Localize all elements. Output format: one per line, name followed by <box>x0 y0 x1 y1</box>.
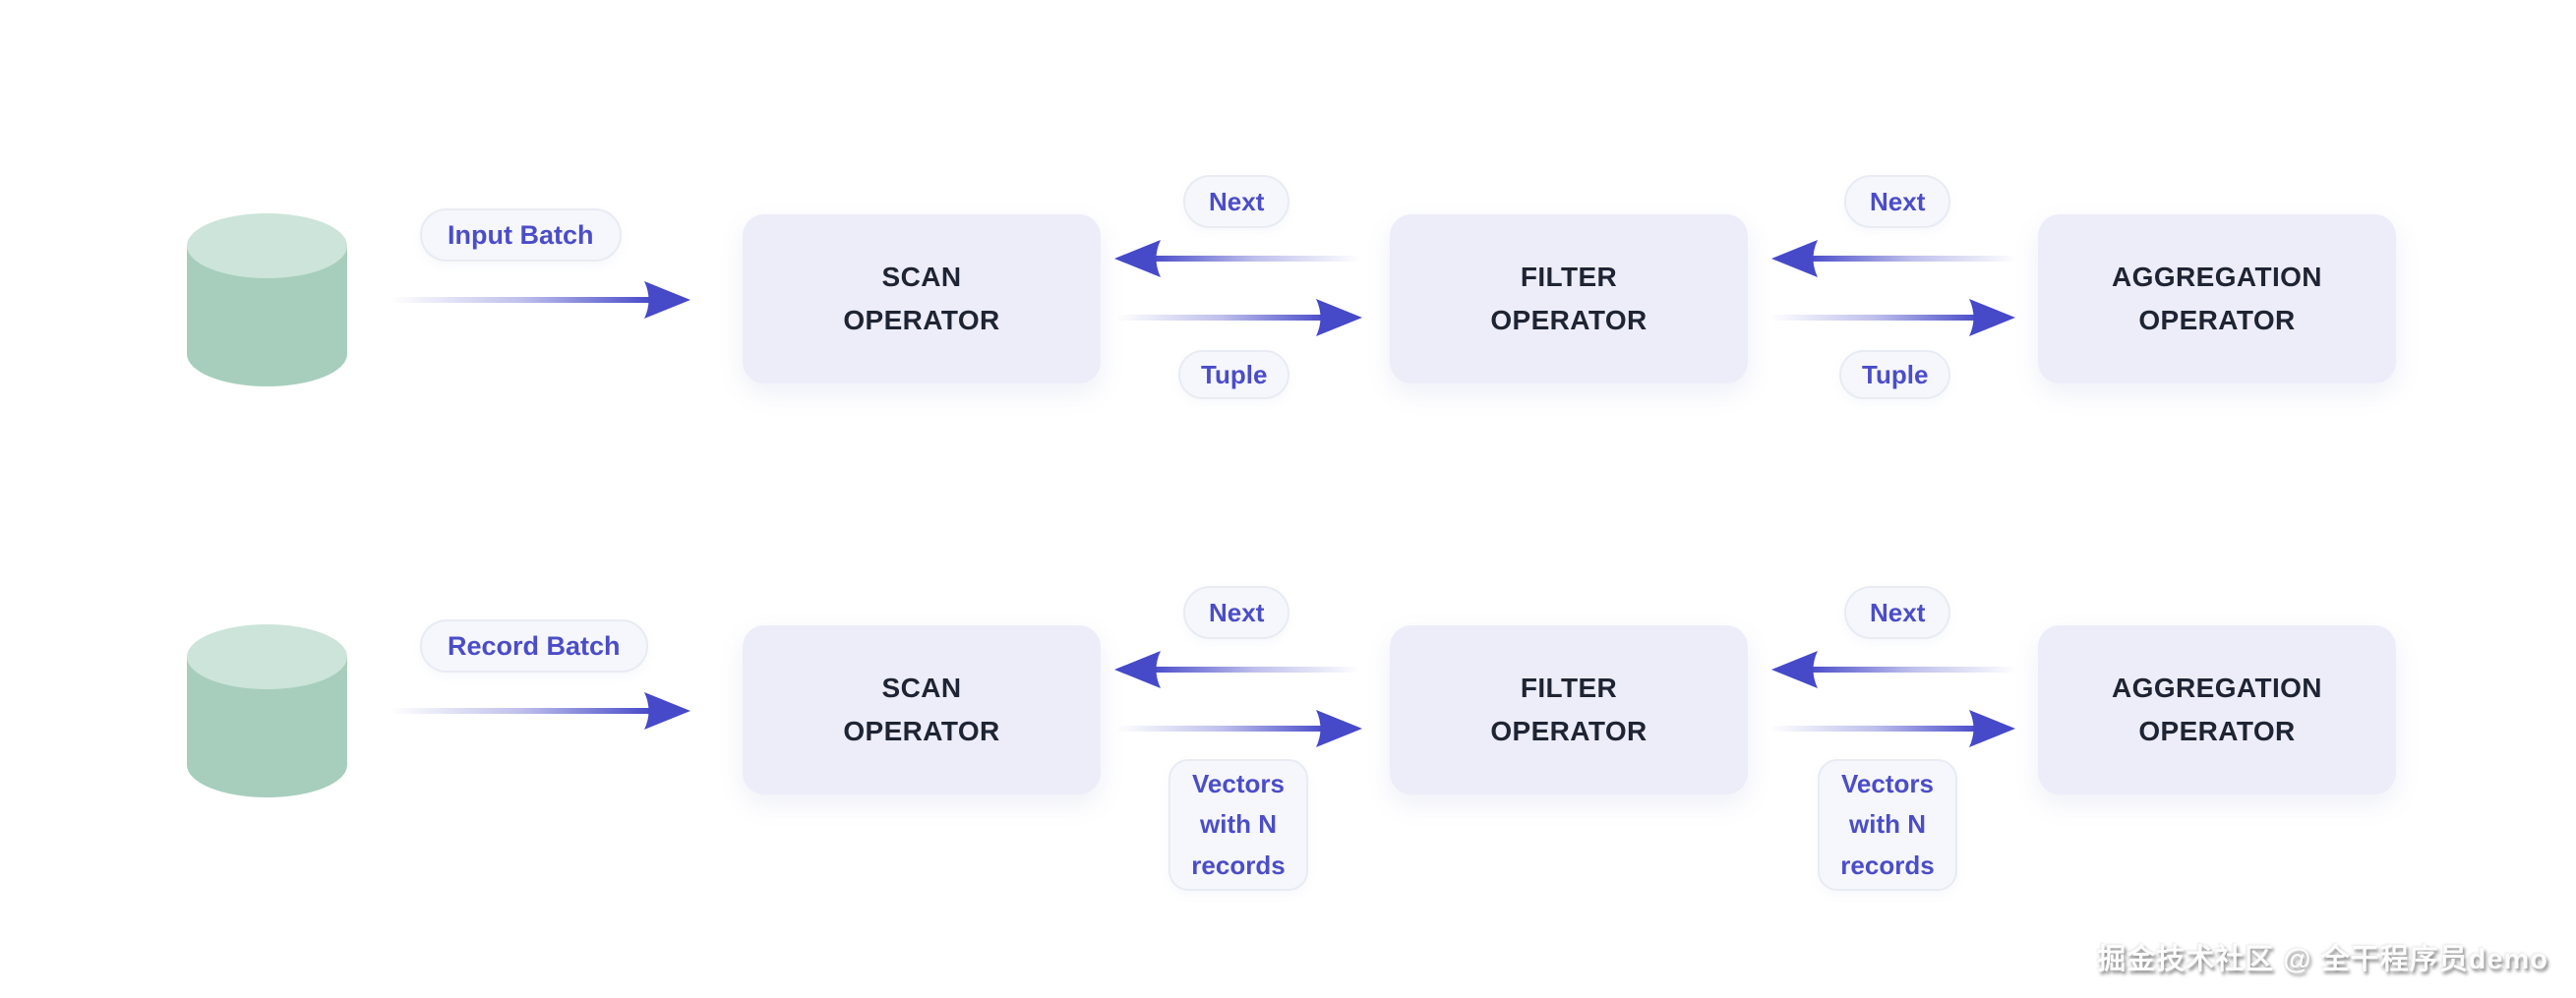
vector-result-label: Vectors with N records <box>1818 759 1957 891</box>
tuple-result-label-text: Tuple <box>1201 359 1268 389</box>
vector-result-label-line: with N <box>1200 809 1277 840</box>
vector-flow-arrow-icon <box>1769 710 2015 747</box>
watermark-text: 掘金技术社区 @ 全干程序员demo <box>2097 944 2548 975</box>
vector-result-label-line: Vectors <box>1841 768 1934 798</box>
next-call-arrow-icon <box>1771 240 2017 277</box>
operator-name: FILTER <box>1520 672 1618 703</box>
operator-name: OPERATOR <box>843 716 1000 746</box>
source-batch-label: Record Batch <box>420 619 648 673</box>
operator-name: SCAN <box>881 672 962 703</box>
operator-box-scan: SCAN OPERATOR <box>743 625 1101 794</box>
next-call-arrow-icon <box>1114 651 1360 688</box>
operator-box-scan: SCAN OPERATOR <box>743 214 1101 383</box>
tuple-result-label: Tuple <box>1178 350 1290 399</box>
tuple-result-label-text: Tuple <box>1862 359 1929 389</box>
operator-box-filter: FILTER OPERATOR <box>1390 214 1748 383</box>
tuple-flow-arrow-icon <box>1769 299 2015 336</box>
operator-name: OPERATOR <box>2138 716 2296 746</box>
next-call-label: Next <box>1844 586 1951 639</box>
database-cylinder-icon <box>187 213 347 386</box>
tuple-result-label: Tuple <box>1839 350 1951 399</box>
vector-result-label-line: records <box>1840 850 1935 880</box>
operator-name: OPERATOR <box>2138 305 2296 335</box>
operator-name: OPERATOR <box>1490 305 1647 335</box>
vector-result-label: Vectors with N records <box>1168 759 1308 891</box>
next-call-label: Next <box>1183 586 1290 639</box>
operator-name: AGGREGATION <box>2112 261 2322 292</box>
operator-name: OPERATOR <box>1490 716 1647 746</box>
next-call-label: Next <box>1183 175 1290 228</box>
source-batch-label: Input Batch <box>420 208 622 262</box>
operator-box-filter: FILTER OPERATOR <box>1390 625 1748 794</box>
vector-result-label-line: with N <box>1849 809 1926 840</box>
source-batch-label-text: Input Batch <box>448 219 594 250</box>
vector-result-label-line: records <box>1191 850 1286 880</box>
source-batch-label-text: Record Batch <box>448 630 621 661</box>
next-call-label: Next <box>1844 175 1951 228</box>
operator-box-aggregation: AGGREGATION OPERATOR <box>2038 214 2396 383</box>
vector-result-label-line: Vectors <box>1192 768 1285 798</box>
next-call-arrow-icon <box>1771 651 2017 688</box>
operator-name: OPERATOR <box>843 305 1000 335</box>
operator-name: SCAN <box>881 261 962 292</box>
database-cylinder-icon <box>187 624 347 797</box>
tuple-flow-arrow-icon <box>1116 299 1362 336</box>
operator-name: AGGREGATION <box>2112 672 2322 703</box>
operator-name: FILTER <box>1520 261 1618 292</box>
pipeline-row-vectorized-model: Record Batch SCAN OPERATOR FILTER OPERAT… <box>0 411 2576 998</box>
pipeline-row-tuple-model: Input Batch SCAN OPERATOR FILTER OPERATO… <box>187 175 2396 399</box>
next-call-arrow-icon <box>1114 240 1360 277</box>
operator-box-aggregation: AGGREGATION OPERATOR <box>2038 625 2396 794</box>
source-flow-arrow-icon <box>390 281 690 319</box>
source-flow-arrow-icon <box>390 692 690 730</box>
vector-flow-arrow-icon <box>1116 710 1362 747</box>
